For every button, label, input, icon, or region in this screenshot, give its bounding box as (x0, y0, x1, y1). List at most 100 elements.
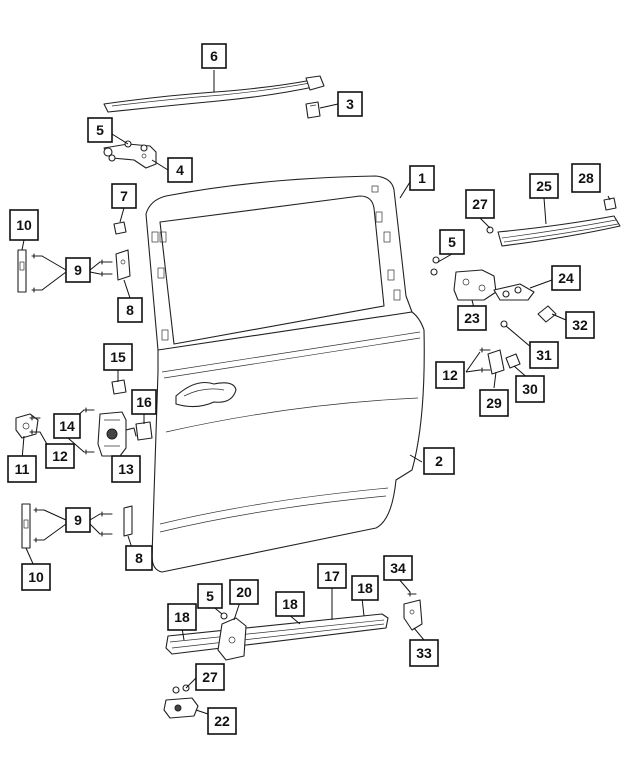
callout-label: 24 (558, 270, 574, 286)
callout-25: 25 (529, 173, 559, 199)
nut-part-5-lower (220, 612, 228, 620)
callout-11: 11 (7, 455, 37, 483)
pad-part-30 (505, 353, 521, 369)
callout-27-upper: 27 (465, 189, 495, 219)
callout-20: 20 (229, 579, 259, 605)
center-hinge (453, 269, 497, 301)
callout-24: 24 (551, 265, 581, 291)
lower-arm (403, 599, 423, 631)
callout-5-upper: 5 (87, 117, 113, 143)
callout-9-upper: 9 (65, 257, 91, 283)
callout-7: 7 (111, 183, 137, 209)
callout-12-right: 12 (435, 361, 465, 389)
callout-label: 15 (110, 349, 126, 365)
screws-right (479, 347, 491, 373)
callout-label: 25 (536, 178, 552, 194)
callout-18-right: 18 (351, 575, 379, 601)
callout-18-middle: 18 (275, 591, 305, 617)
callout-13: 13 (111, 455, 141, 483)
callout-18-left: 18 (167, 603, 197, 631)
callout-label: 14 (59, 418, 75, 434)
nut-part-31 (500, 320, 508, 328)
callout-30: 30 (515, 375, 545, 403)
callout-34: 34 (383, 555, 413, 581)
callout-12-left: 12 (45, 443, 75, 469)
center-track (497, 215, 621, 247)
callout-label: 29 (486, 395, 502, 411)
callout-label: 12 (52, 448, 68, 464)
callout-label: 5 (448, 234, 456, 250)
callout-label: 7 (120, 188, 128, 204)
lower-hinge (163, 697, 199, 719)
callout-label: 10 (28, 569, 44, 585)
callout-23: 23 (457, 305, 487, 331)
clip-part-32 (537, 305, 557, 323)
callout-label: 30 (522, 381, 538, 397)
callout-label: 12 (442, 367, 458, 383)
callout-label: 18 (282, 596, 298, 612)
callout-label: 18 (357, 580, 373, 596)
callout-4: 4 (167, 157, 193, 183)
callout-label: 34 (390, 560, 406, 576)
sliding-door-shell (145, 175, 425, 573)
callout-label: 3 (346, 96, 354, 112)
callout-label: 27 (472, 196, 488, 212)
callout-8-lower: 8 (125, 545, 153, 571)
callout-31: 31 (529, 341, 559, 369)
callout-label: 17 (324, 568, 340, 584)
callout-label: 8 (135, 550, 143, 566)
callout-8-upper: 8 (117, 297, 143, 323)
lower-track (165, 613, 389, 655)
callout-label: 23 (464, 310, 480, 326)
callout-label: 9 (74, 262, 82, 278)
nut-set-upper (124, 140, 148, 152)
callout-label: 9 (74, 512, 82, 528)
callout-22: 22 (207, 707, 237, 735)
callout-5-lower: 5 (197, 583, 223, 609)
callout-label: 5 (206, 588, 214, 604)
callout-5-right: 5 (439, 229, 465, 255)
callout-17: 17 (317, 563, 347, 589)
bracket-part-29 (487, 349, 505, 375)
callout-label: 4 (176, 162, 184, 178)
lower-roller-bracket (217, 617, 247, 661)
hinge-plate-upper (17, 249, 27, 293)
callout-33: 33 (409, 639, 439, 667)
striker-lower (123, 505, 133, 537)
striker-upper (115, 249, 131, 281)
callout-15: 15 (103, 343, 133, 371)
screw-part-34 (407, 591, 417, 597)
callout-label: 22 (214, 713, 230, 729)
callout-1: 1 (409, 165, 435, 191)
roller-arm (493, 283, 535, 301)
callout-32: 32 (565, 311, 595, 339)
callout-label: 33 (416, 645, 432, 661)
callout-label: 20 (236, 584, 252, 600)
nut-set-right (430, 256, 440, 276)
callout-label: 5 (96, 122, 104, 138)
screws-left (29, 415, 41, 435)
bumper-part-7 (113, 221, 127, 235)
hinge-plate-lower (21, 503, 31, 549)
callout-label: 1 (418, 170, 426, 186)
latch-screws (83, 407, 95, 455)
callout-10-lower: 10 (21, 563, 51, 591)
callout-3: 3 (337, 91, 363, 117)
upper-track-rail (103, 75, 325, 113)
callout-label: 27 (202, 669, 218, 685)
callout-6: 6 (201, 43, 227, 69)
clip-part-28 (603, 197, 617, 211)
callout-label: 32 (572, 317, 588, 333)
clip-part-3 (305, 101, 321, 119)
callout-label: 2 (435, 453, 443, 469)
callout-label: 11 (15, 461, 30, 477)
callout-label: 31 (536, 347, 552, 363)
callout-label: 10 (16, 217, 32, 233)
callout-29: 29 (479, 389, 509, 417)
callout-2: 2 (423, 447, 455, 475)
callout-9-lower: 9 (65, 507, 91, 533)
callout-label: 18 (174, 609, 190, 625)
callout-label: 13 (118, 461, 134, 477)
upper-roller-bracket (103, 143, 157, 169)
latch-assembly (97, 411, 137, 457)
